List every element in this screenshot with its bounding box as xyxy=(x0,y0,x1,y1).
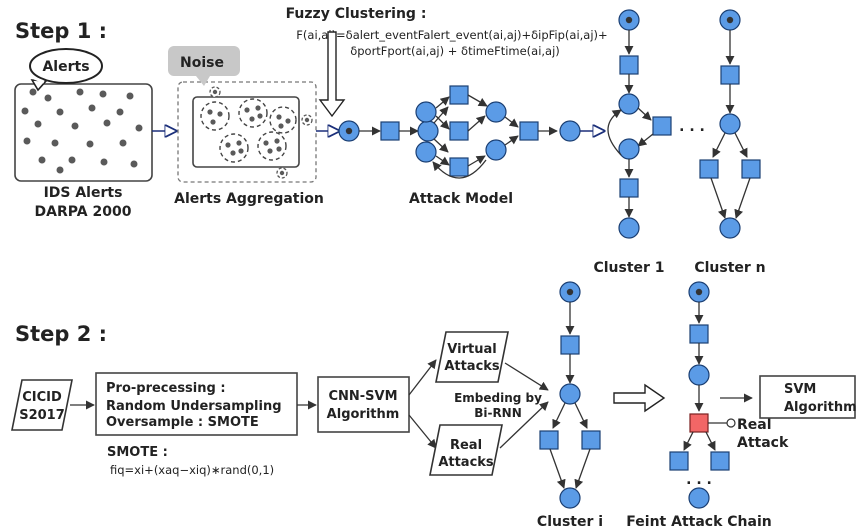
smote-formula: fiq=xi+(xaq−xiq)∗rand(0,1) xyxy=(110,463,274,477)
noise-label: Noise xyxy=(180,55,224,71)
fuzzy-title: Fuzzy Clustering : xyxy=(286,6,427,22)
real-attack-line1: Real xyxy=(737,417,772,433)
cluster-i-label: Cluster i xyxy=(537,514,603,530)
feint-chain-label: Feint Attack Chain xyxy=(626,514,771,530)
attack-model-graph: Attack Model xyxy=(338,85,581,207)
cluster-1-graph: Cluster 1 xyxy=(593,9,672,276)
cnn-svm-box: CNN-SVM Algorithm xyxy=(317,376,410,433)
step2-title: Step 2 : xyxy=(15,322,107,346)
cicid-dataset: CICID S2017 xyxy=(11,379,73,431)
real-attack-line2: Attack xyxy=(737,435,789,451)
preprocess-line3: Oversample : SMOTE xyxy=(106,415,259,430)
cnn-line1: CNN-SVM xyxy=(328,389,397,404)
preprocess-line1: Pro-precessing : xyxy=(106,381,226,396)
alerts-speech-bubble: Alerts xyxy=(29,48,103,92)
smote-title: SMOTE : xyxy=(107,445,168,460)
virtual-attacks: Virtual Attacks xyxy=(435,331,509,383)
svm-line1: SVM xyxy=(784,382,816,397)
arrow-real-to-cluster xyxy=(499,401,549,449)
cluster-i-graph: Cluster i xyxy=(537,281,603,530)
alerts-aggregation-box: Noise Alerts Aggregation xyxy=(168,46,324,207)
arrow-cnn-to-real xyxy=(408,414,437,449)
cluster-n-label: Cluster n xyxy=(694,260,765,276)
svm-line2: Algorithm xyxy=(784,400,857,415)
preprocessing-box: Pro-precessing : Random Undersampling Ov… xyxy=(95,372,298,436)
feint-attack-chain-graph: Feint Attack Chain xyxy=(626,281,772,530)
alerts-bubble-label: Alerts xyxy=(42,59,89,75)
noise-tag: Noise xyxy=(168,46,240,86)
cicid-line2: S2017 xyxy=(19,408,65,423)
attack-model-label: Attack Model xyxy=(409,191,513,207)
aggregation-label: Alerts Aggregation xyxy=(174,191,324,207)
alert-clusters xyxy=(200,98,297,163)
virtual-line2: Attacks xyxy=(444,359,500,374)
arrow-virtual-to-cluster xyxy=(504,362,549,391)
fuzzy-clustering: Fuzzy Clustering : F(ai,aj)=δalert_event… xyxy=(286,6,608,118)
alert-dots xyxy=(21,88,143,174)
step1-title: Step 1 : xyxy=(15,19,107,43)
darpa-label: DARPA 2000 xyxy=(35,204,132,220)
fuzzy-formula-line2: δportFport(ai,aj) + δtimeFtime(ai,aj) xyxy=(350,44,560,58)
cicid-line1: CICID xyxy=(22,390,62,405)
arrow-cnn-to-virtual xyxy=(408,359,437,396)
preprocess-line2: Random Undersampling xyxy=(106,399,282,414)
fuzzy-formula-line1: F(ai,aj)=δalert_eventFalert_event(ai,aj)… xyxy=(296,28,607,42)
ids-alerts-label: IDS Alerts xyxy=(44,185,123,201)
real-line1: Real xyxy=(450,438,482,453)
cnn-line2: Algorithm xyxy=(327,407,400,422)
ids-alerts-box: Alerts IDS Alerts DARPA 2000 xyxy=(14,48,153,220)
svm-algorithm-box: SVM Algorithm xyxy=(759,375,857,419)
feint-ellipsis: . . . xyxy=(686,472,712,488)
cluster-1-label: Cluster 1 xyxy=(593,260,664,276)
real-line2: Attacks xyxy=(438,455,494,470)
fuzzy-down-arrow xyxy=(318,31,346,118)
virtual-line1: Virtual xyxy=(447,342,496,357)
embed-line2: Bi-RNN xyxy=(474,406,522,420)
embed-line1: Embeding by xyxy=(454,391,542,405)
cluster-n-graph: Cluster n xyxy=(694,9,766,276)
real-attack-node xyxy=(689,413,709,433)
noise-points xyxy=(209,86,313,179)
real-attacks: Real Attacks xyxy=(429,424,503,476)
cluster-to-feint-arrow xyxy=(613,383,666,413)
cluster-ellipsis: . . . xyxy=(679,119,705,135)
